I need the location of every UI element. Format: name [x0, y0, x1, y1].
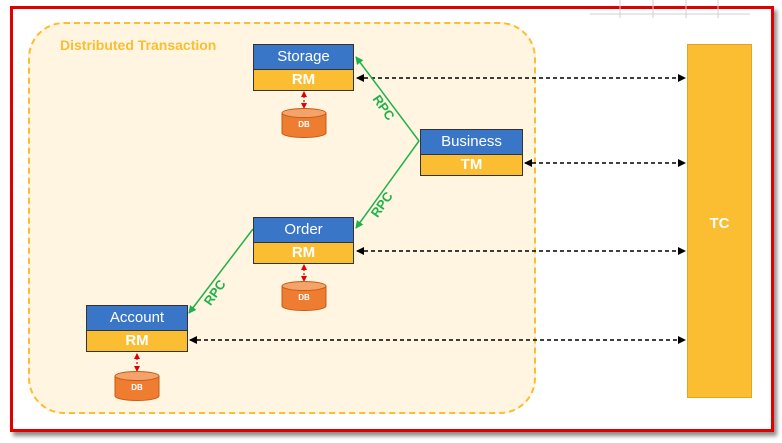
storage-role-label: RM — [254, 70, 353, 90]
account-role-label: RM — [87, 331, 187, 351]
table-fragment — [590, 0, 750, 18]
business-node: Business TM — [420, 129, 523, 176]
storage-db-label: DB — [298, 120, 310, 129]
order-role-label: RM — [254, 243, 353, 263]
account-service-label: Account — [87, 306, 187, 331]
storage-node: Storage RM — [253, 44, 354, 91]
account-db-label: DB — [131, 383, 143, 392]
storage-service-label: Storage — [254, 45, 353, 70]
order-db-label: DB — [298, 293, 310, 302]
rpc-order-account — [188, 228, 254, 314]
order-node: Order RM — [253, 217, 354, 264]
tc-label: TC — [709, 215, 730, 232]
zone-title: Distributed Transaction — [60, 37, 217, 53]
rpc-business-storage — [355, 56, 420, 142]
storage-db-icon: DB — [281, 108, 327, 138]
account-node: Account RM — [86, 305, 188, 352]
order-service-label: Order — [254, 218, 353, 243]
order-db-icon: DB — [281, 281, 327, 311]
business-role-label: TM — [421, 155, 522, 175]
rpc-business-order — [355, 140, 420, 229]
account-db-icon: DB — [114, 371, 160, 401]
business-service-label: Business — [421, 130, 522, 155]
transaction-coordinator: TC — [687, 44, 752, 398]
